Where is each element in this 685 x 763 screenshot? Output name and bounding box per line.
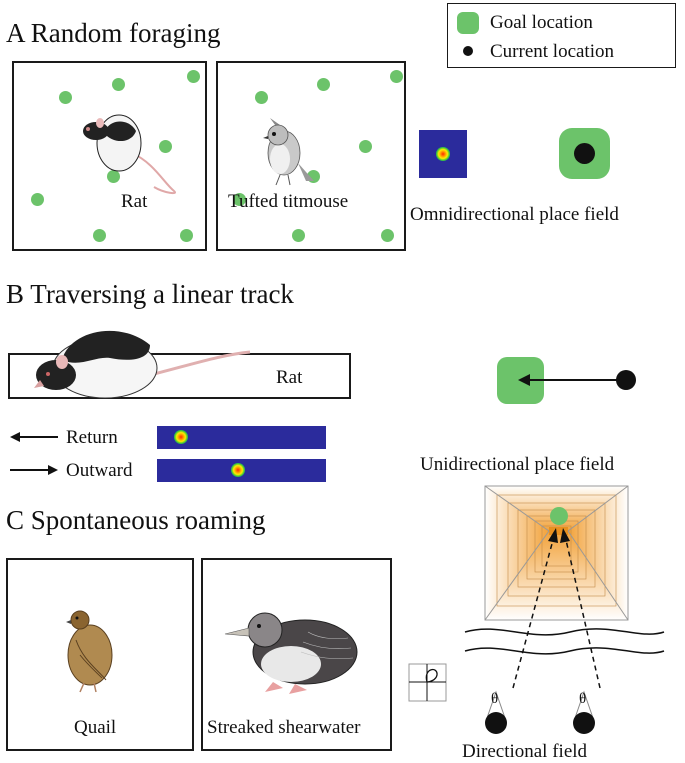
goal-dot bbox=[390, 70, 403, 83]
titmouse-label: Tufted titmouse bbox=[228, 191, 349, 212]
directional-field-label: Directional field bbox=[462, 741, 588, 762]
return-hotspot bbox=[174, 430, 188, 444]
current-location-dot bbox=[574, 143, 595, 164]
rat-label: Rat bbox=[121, 191, 148, 212]
firing-hotspot bbox=[436, 147, 450, 161]
quail-label: Quail bbox=[74, 717, 117, 738]
goal-dot bbox=[255, 91, 268, 104]
theta-symbol-left: θ bbox=[491, 691, 499, 707]
outward-heatmap bbox=[157, 459, 326, 482]
panel-a-title: A Random foraging bbox=[6, 18, 221, 48]
quail-arena: Quail bbox=[6, 558, 194, 751]
shearwater-label: Streaked shearwater bbox=[207, 717, 361, 738]
unidirectional-goal-icon bbox=[497, 357, 544, 404]
omnidirectional-field-label: Omnidirectional place field bbox=[410, 204, 619, 225]
goal-dot bbox=[31, 193, 44, 206]
goal-legend-icon bbox=[457, 12, 479, 34]
goal-dot bbox=[381, 229, 394, 242]
quail-illustration bbox=[66, 610, 113, 693]
titmouse-illustration bbox=[263, 118, 314, 186]
goal-dot bbox=[159, 140, 172, 153]
goal-dot bbox=[292, 229, 305, 242]
goal-dot bbox=[317, 78, 330, 91]
goal-dot bbox=[112, 78, 125, 91]
rat-arena: Rat bbox=[12, 61, 207, 251]
goal-dot bbox=[180, 229, 193, 242]
panel-c-title: C Spontaneous roaming bbox=[6, 505, 266, 535]
current-legend-label: Current location bbox=[490, 41, 614, 62]
goal-dot bbox=[93, 229, 106, 242]
theta-symbol-right: θ bbox=[579, 691, 587, 707]
goal-dot bbox=[233, 193, 246, 206]
goal-legend-label: Goal location bbox=[490, 12, 593, 33]
return-label: Return bbox=[66, 427, 118, 448]
shearwater-arena: Streaked shearwater bbox=[201, 558, 392, 751]
current-legend-icon bbox=[463, 46, 473, 56]
outward-label: Outward bbox=[66, 460, 133, 481]
rat-illustration bbox=[83, 114, 176, 195]
panel-b-title: B Traversing a linear track bbox=[6, 279, 294, 309]
goal-dot bbox=[59, 91, 72, 104]
titmouse-arena: Tufted titmouse bbox=[216, 61, 406, 251]
goal-dot bbox=[359, 140, 372, 153]
goal-dot bbox=[107, 170, 120, 183]
omnidirectional-heatmap bbox=[419, 130, 467, 178]
return-heatmap bbox=[157, 426, 326, 449]
shearwater-illustration bbox=[224, 612, 358, 694]
track-rat-label: Rat bbox=[276, 367, 303, 388]
omnidirectional-field-icon bbox=[559, 128, 610, 179]
legend: Goal location Current location bbox=[447, 3, 676, 68]
goal-dot bbox=[187, 70, 200, 83]
linear-track: Rat bbox=[8, 353, 351, 399]
outward-hotspot bbox=[231, 463, 245, 477]
unidirectional-field-label: Unidirectional place field bbox=[420, 454, 615, 475]
